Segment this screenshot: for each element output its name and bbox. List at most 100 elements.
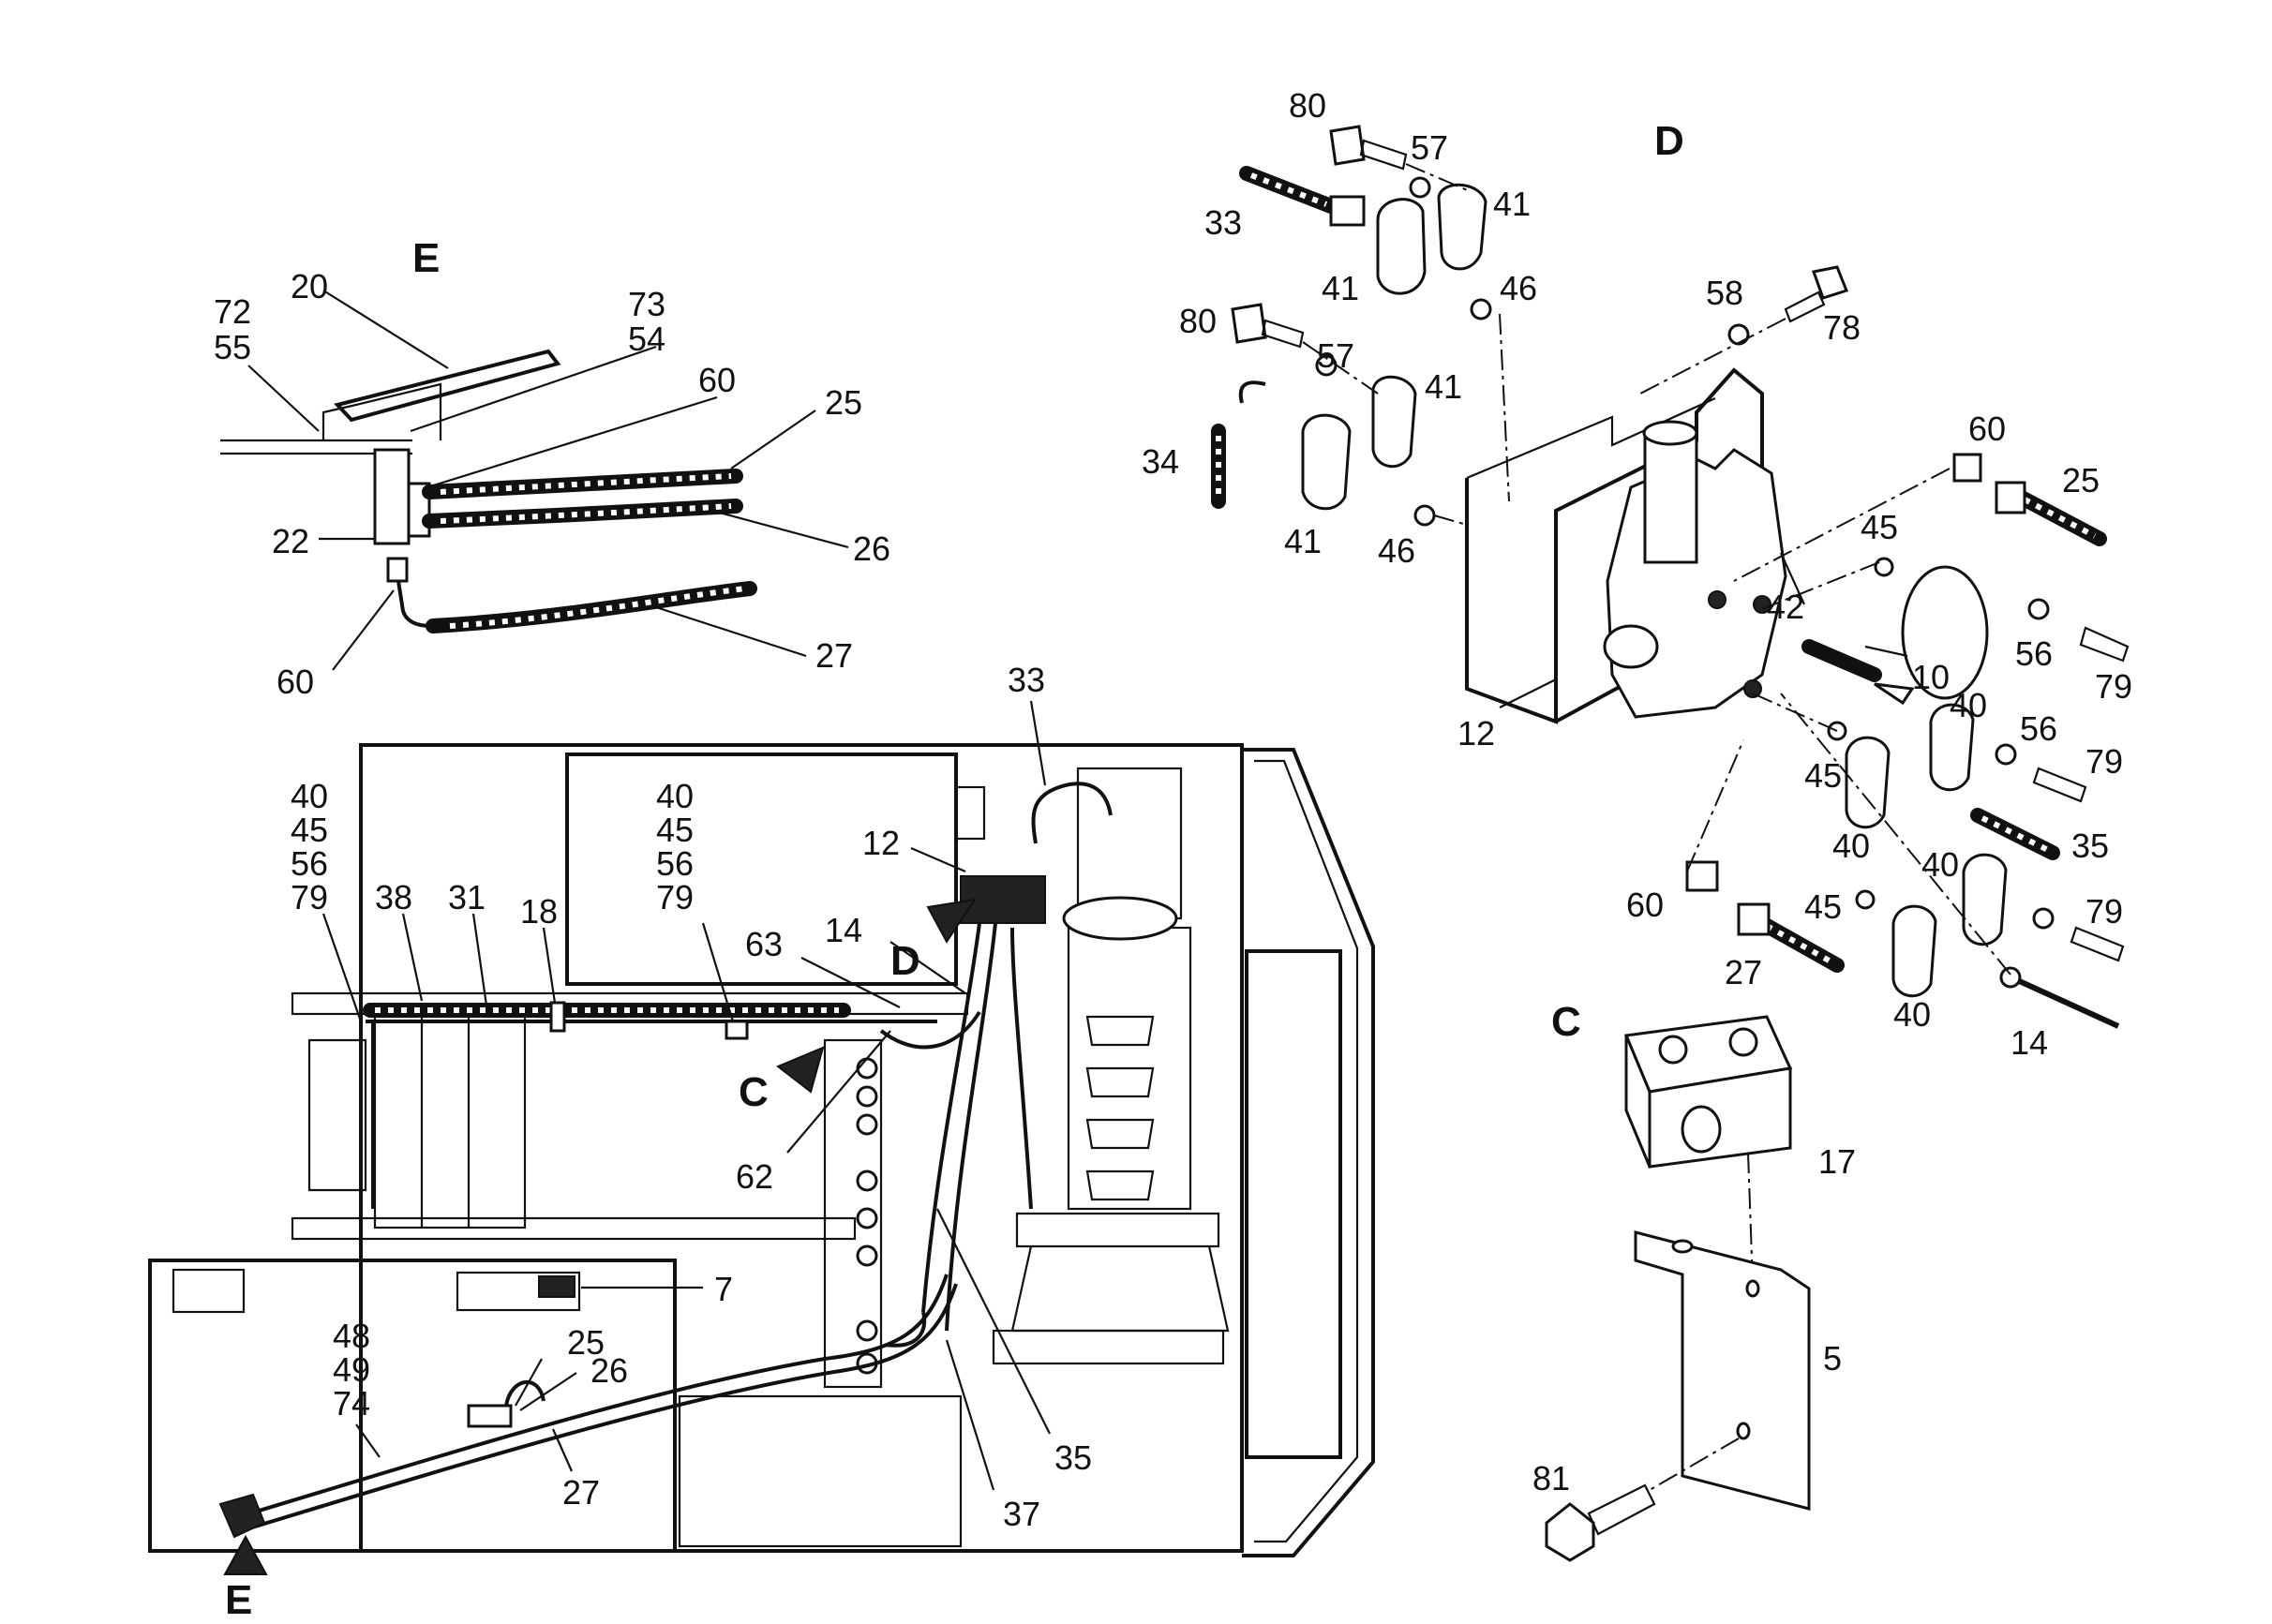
tank-base (1015, 1212, 1220, 1248)
pedal-valve-body (373, 448, 411, 545)
tank-mount (992, 1329, 1225, 1365)
label-d-25: 25 (2062, 461, 2100, 499)
leader-m62 (786, 1030, 891, 1154)
bolt-79-c (2070, 926, 2125, 962)
clamp-40-c (1891, 904, 1937, 998)
bolt-80-upper-shank (1359, 139, 1408, 171)
hose-33-d-weave (1249, 172, 1328, 207)
hose-33-fitting (1329, 195, 1366, 227)
label-d-41d: 41 (1284, 522, 1322, 560)
label-m-35: 35 (1054, 1438, 1092, 1477)
label-e-54: 54 (628, 320, 665, 358)
bolt-78-shank (1784, 291, 1826, 323)
leader-m14 (889, 941, 966, 994)
motor-housing (307, 1038, 367, 1192)
fitting-18 (549, 1001, 566, 1033)
washer-56-a (2027, 598, 2050, 620)
label-m-33: 33 (1008, 661, 1045, 699)
hose-25-e-weave (440, 473, 732, 495)
valve-spool-cap (1642, 420, 1698, 446)
pedal (334, 349, 561, 423)
leader-m74 (355, 1423, 381, 1458)
valve-bank-fittings (856, 1057, 878, 1375)
assembly-axis-bolt80-lower (1302, 341, 1379, 395)
label-m-26: 26 (590, 1351, 628, 1390)
label-m-62: 62 (736, 1157, 773, 1196)
hose-tank-return (1010, 927, 1033, 1210)
hose-35-parallel (945, 922, 997, 1332)
tank-rib (1085, 1015, 1155, 1047)
label-m-38: 38 (375, 878, 412, 916)
label-d-40d: 40 (1893, 995, 1931, 1034)
chassis-front-inner (1254, 759, 1359, 1543)
section-label-e: E (412, 235, 440, 281)
label-d-45b: 45 (1804, 756, 1842, 795)
tank-foot (1010, 1245, 1230, 1333)
leader-e25 (730, 410, 816, 469)
bracket-5 (1634, 1230, 1811, 1511)
leader-m63 (800, 957, 901, 1008)
leader-e60b (332, 589, 395, 671)
bank-fitting (856, 1113, 878, 1136)
label-d-34: 34 (1142, 442, 1179, 481)
clamp-41-lower-a (1301, 413, 1352, 511)
label-m-27: 27 (562, 1473, 600, 1512)
hose-27-elbow (396, 580, 432, 628)
bank-fitting (856, 1057, 878, 1080)
washer-46-lower (1413, 504, 1436, 527)
clamp-41-lower-b (1371, 375, 1417, 469)
bracket-hole-front (1745, 1279, 1760, 1298)
control-valve-12 (960, 875, 1046, 924)
label-e-73: 73 (628, 285, 665, 323)
detail-d: D (1142, 86, 2132, 1062)
valve-bracket (954, 785, 986, 841)
label-d-79b: 79 (2085, 742, 2123, 781)
filter-42-tip (1874, 682, 1915, 706)
hose-27-main (233, 1274, 949, 1520)
label-d-27: 27 (1725, 953, 1762, 991)
label-m-79: 79 (291, 878, 328, 916)
leader-m79b (701, 922, 735, 1022)
valve-port (1708, 590, 1726, 609)
bank-fitting (856, 1170, 878, 1192)
label-d-42: 42 (1767, 588, 1804, 626)
hose-33 (1031, 782, 1113, 844)
leader-m31 (471, 913, 489, 1013)
hose-35-d (1970, 808, 2060, 860)
label-m-37: 37 (1003, 1495, 1040, 1533)
washer-56-c (2032, 907, 2055, 930)
label-d-41b: 41 (1322, 269, 1359, 307)
label-e-60: 60 (698, 361, 736, 399)
assembly-axis-washer45a (1761, 561, 1880, 610)
fitting-60-d-lower (1685, 860, 1719, 892)
label-m-45: 45 (291, 811, 328, 849)
leader-e54 (410, 345, 657, 433)
hose-26-e-weave (440, 503, 732, 524)
crossbar-lower (291, 1216, 857, 1241)
washer-56-b (1995, 743, 2017, 766)
connector-housing (456, 1271, 581, 1312)
leader-m33 (1029, 700, 1047, 786)
washer-45-c (1855, 889, 1876, 910)
section-label-c: C (1551, 999, 1581, 1045)
lower-panel (678, 1394, 963, 1548)
label-c-17: 17 (1818, 1142, 1856, 1181)
hose-25-fitting (1995, 481, 2026, 514)
label-d-41c: 41 (1425, 367, 1462, 406)
tank-rib (1085, 1066, 1155, 1098)
label-d-79: 79 (2095, 667, 2132, 706)
assembly-axis-fitting60-lower (1686, 739, 1744, 872)
hose-35 (921, 922, 981, 1313)
label-m-31: 31 (448, 878, 486, 916)
hose-27-e-weave (449, 586, 746, 629)
label-d-41: 41 (1493, 185, 1531, 223)
label-m-7: 7 (714, 1270, 733, 1308)
label-d-10: 10 (1912, 658, 1950, 696)
assembly-axis-washer46-upper (1499, 313, 1510, 502)
label-m-d: D (890, 938, 920, 984)
label-d-57b: 57 (1317, 336, 1354, 375)
hose-63 (879, 1010, 981, 1050)
bolt-80-upper-head (1329, 125, 1366, 166)
bolt-79-b (2032, 767, 2087, 803)
